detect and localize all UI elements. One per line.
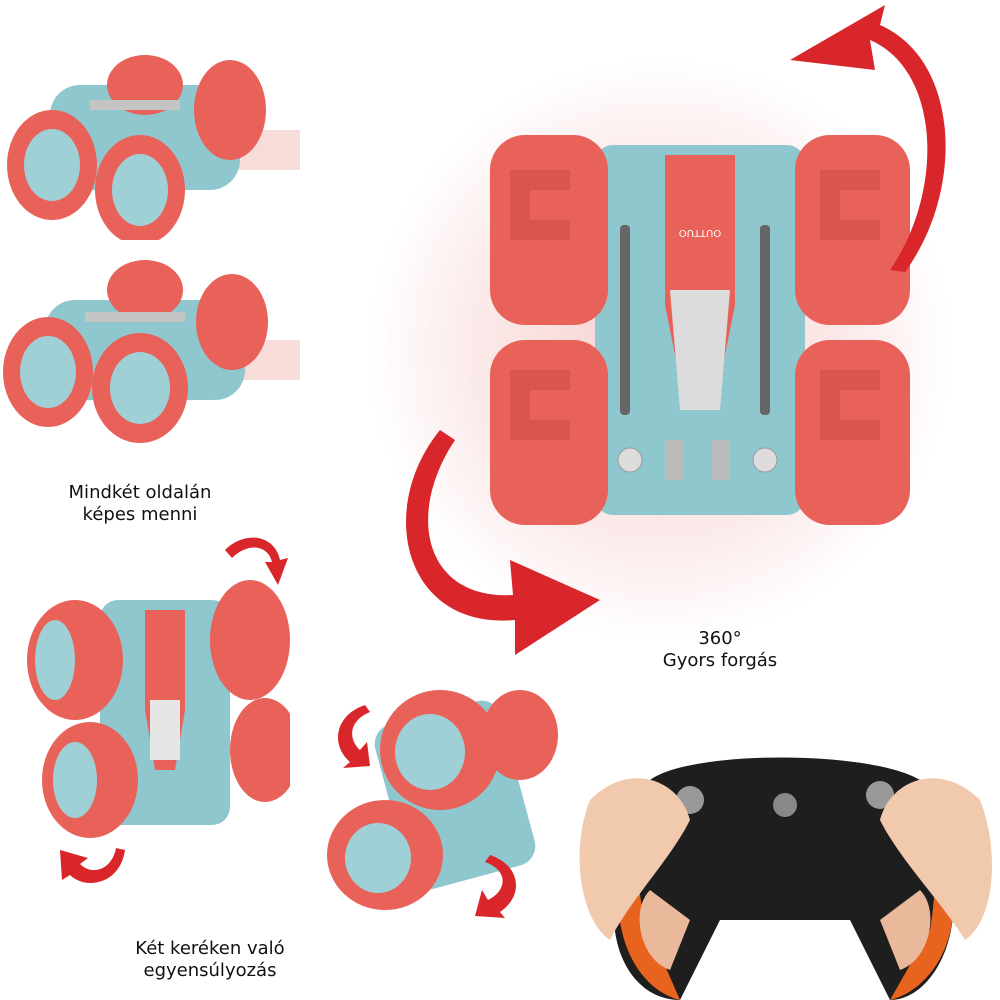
car-top-left bbox=[7, 55, 300, 240]
caption-line-1: Mindkét oldalán bbox=[68, 482, 212, 503]
caption-rotation: 360° Gyors forgás bbox=[620, 628, 820, 672]
car-on-side bbox=[327, 690, 558, 910]
curved-arrow-icon bbox=[338, 705, 370, 768]
caption-both-sides: Mindkét oldalán képes menni bbox=[20, 482, 260, 526]
curved-arrow-icon bbox=[475, 855, 517, 918]
caption-line-2: Gyors forgás bbox=[662, 650, 778, 671]
car-brand-label: OUTTUO bbox=[679, 227, 722, 238]
curved-arrow-icon bbox=[225, 537, 288, 585]
caption-line-1: 360° bbox=[698, 628, 742, 649]
caption-line-2: képes menni bbox=[82, 504, 198, 525]
caption-line-2: egyensúlyozás bbox=[143, 960, 277, 981]
caption-line-1: Két keréken való bbox=[135, 938, 285, 959]
curved-arrow-icon bbox=[60, 848, 125, 883]
car-two-wheel bbox=[27, 580, 290, 838]
caption-two-wheels: Két keréken való egyensúlyozás bbox=[80, 938, 340, 982]
rotation-arrow-icon bbox=[790, 5, 946, 272]
rotation-arrow-icon bbox=[406, 430, 600, 655]
car-middle-left bbox=[3, 260, 300, 443]
car-top-view: OUTTUO bbox=[490, 135, 910, 525]
remote-controller bbox=[579, 757, 992, 1000]
